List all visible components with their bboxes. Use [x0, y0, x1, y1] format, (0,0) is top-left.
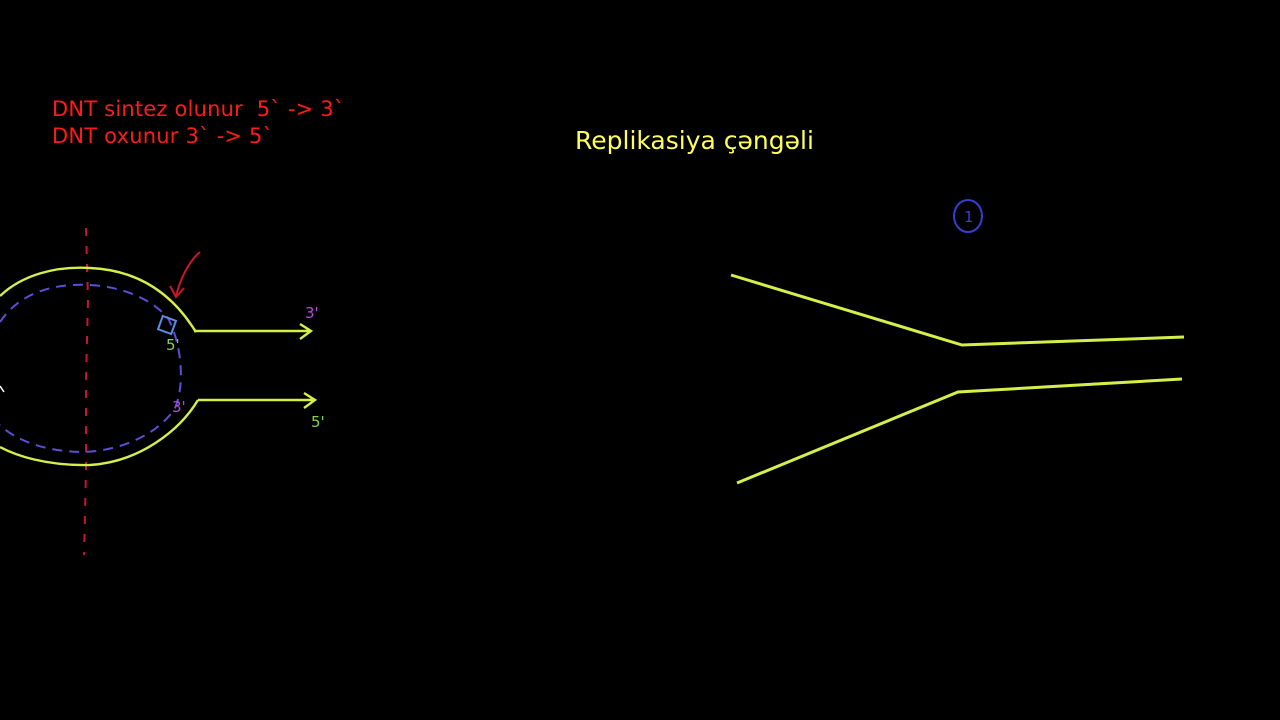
- primer-box-mark: [156, 314, 178, 336]
- reading-direction-note: DNT oxunur 3` -> 5`: [52, 124, 274, 148]
- origin-axis-line: [83, 227, 90, 556]
- inner-template-strand: [0, 283, 182, 454]
- edge-tick-mark: [0, 385, 5, 393]
- fork-upper-strand: [730, 273, 1185, 347]
- step-circle: [953, 199, 983, 233]
- upper-strand-arrow: [194, 322, 314, 340]
- fork-lower-strand: [736, 377, 1183, 485]
- lower-five-prime-label: 5': [311, 413, 325, 431]
- step-number-label: 1: [964, 208, 974, 226]
- lower-strand-arrow: [198, 391, 318, 409]
- replication-fork-title: Replikasiya çəngəli: [575, 126, 814, 155]
- replication-bubble: 3' 5' 3' 5': [0, 227, 325, 556]
- upper-five-prime-label: 5': [166, 336, 180, 354]
- replication-fork: [730, 273, 1185, 485]
- synthesis-direction-note: DNT sintez olunur 5` -> 3`: [52, 97, 345, 121]
- circled-step-number: 1: [953, 199, 983, 233]
- lower-three-prime-label: 3': [172, 398, 186, 416]
- upper-three-prime-label: 3': [305, 304, 319, 322]
- red-curved-arrow: [169, 251, 201, 299]
- outer-parent-strand: [0, 266, 200, 467]
